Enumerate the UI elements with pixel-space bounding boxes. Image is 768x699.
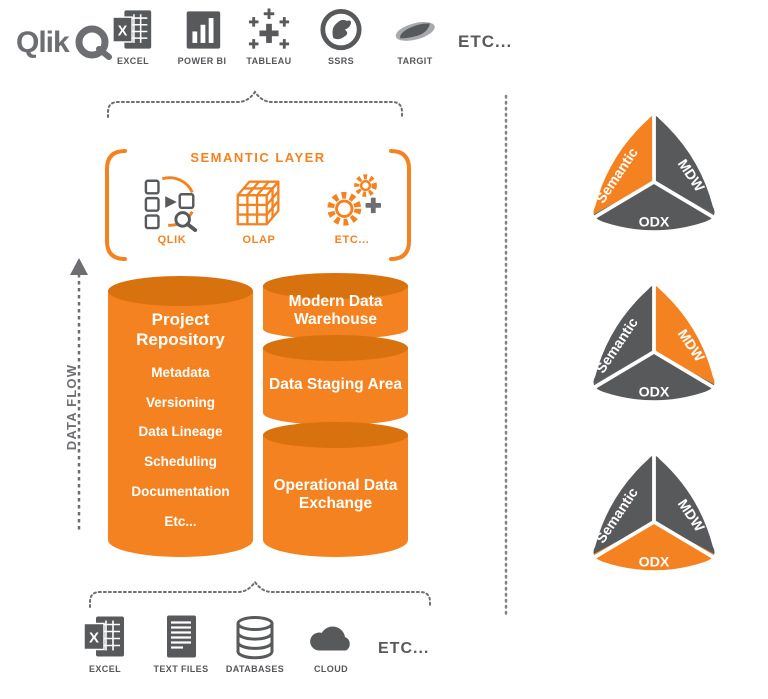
semantic-item-label: ETC... [334, 234, 370, 246]
etc-label-bottom: ETC... [378, 640, 430, 657]
cylinder-body [263, 435, 408, 557]
cylinder-rim [263, 422, 408, 448]
tool-targit: TARGIT [379, 8, 451, 66]
repository-title: Project Repository [136, 310, 225, 349]
modern-data-warehouse-cylinder: Modern Data Warehouse [263, 273, 408, 339]
tool-power-bi: POWER BI [166, 8, 238, 66]
cylinder-rim [263, 273, 408, 299]
segment-dividers [582, 277, 726, 396]
layer-title: Operational Data Exchange [273, 476, 398, 512]
pyramid-mdw-highlighted: Semantic MDW ODX [582, 277, 726, 400]
data-flow-arrowhead [70, 258, 88, 275]
project-repository-cylinder: Project Repository Metadata Versioning D… [108, 276, 253, 557]
targit-icon [395, 22, 435, 41]
tableau-icon [248, 8, 290, 49]
tool-tableau: TABLEAU [233, 8, 305, 66]
semantic-item-qlik: QLIK [127, 172, 217, 246]
tool-label: POWER BI [177, 56, 227, 66]
layer-title: Data Staging Area [269, 376, 402, 394]
cylinder-content: Project Repository Metadata Versioning D… [112, 310, 249, 543]
semantic-layer-frame [105, 149, 411, 261]
repository-item: Etc... [164, 513, 197, 529]
repository-item: Scheduling [144, 454, 217, 470]
tool-label: TARGIT [397, 56, 433, 66]
qlik-q-icon [75, 25, 112, 60]
text-file-icon [167, 615, 196, 658]
data-staging-area-cylinder: Data Staging Area [263, 335, 408, 425]
source-cloud: CLOUD [292, 614, 370, 674]
qlik-wordmark: Qlik [16, 26, 70, 59]
repository-item: Documentation [131, 483, 230, 499]
tool-label: TABLEAU [246, 56, 292, 66]
cylinder-content: Modern Data Warehouse [269, 273, 402, 339]
tool-excel: X EXCEL [97, 8, 169, 66]
svg-text:X: X [89, 630, 99, 647]
cylinder-rim [108, 276, 253, 306]
layer-title: Modern Data Warehouse [288, 293, 383, 328]
semantic-item-label: OLAP [242, 234, 276, 246]
qlik-app-icon [144, 176, 198, 232]
qlik-logo: Qlik [16, 22, 113, 64]
repository-item: Versioning [145, 394, 216, 410]
ssrs-icon [320, 8, 362, 51]
excel-icon: X [112, 10, 152, 49]
cylinder-rim [263, 335, 408, 361]
source-label: EXCEL [88, 664, 121, 674]
source-excel: X EXCEL [66, 614, 144, 674]
operational-data-exchange-cylinder: Operational Data Exchange [263, 422, 408, 557]
excel-icon: X [83, 616, 124, 657]
top-brace [107, 90, 403, 118]
pyramid-semantic-highlighted: Semantic MDW ODX [582, 107, 726, 230]
source-text-files: TEXT FILES [142, 614, 220, 674]
tool-label: SSRS [327, 56, 355, 66]
repository-item: Metadata [151, 365, 210, 381]
segment-label-odx: ODX [639, 554, 670, 570]
cylinder-content: Operational Data Exchange [269, 422, 402, 557]
cylinder-body [108, 291, 253, 557]
source-label: CLOUD [314, 664, 348, 674]
semantic-item-etc: ETC... [307, 172, 397, 246]
power-bi-icon [186, 11, 221, 49]
semantic-item-label: QLIK [157, 234, 187, 246]
semantic-layer-title: SEMANTIC LAYER [190, 150, 326, 165]
tool-label: EXCEL [116, 56, 149, 66]
segment-label-odx: ODX [639, 384, 670, 400]
left-bracket [105, 149, 127, 261]
pyramid-odx-highlighted: Semantic MDW ODX [582, 447, 726, 570]
source-label: TEXT FILES [153, 664, 209, 674]
olap-cube-icon [236, 180, 280, 226]
semantic-item-olap: OLAP [214, 172, 304, 246]
plus-icon [365, 197, 381, 214]
segment-dividers [582, 447, 726, 566]
svg-text:X: X [118, 23, 128, 39]
source-databases: DATABASES [216, 614, 294, 674]
cylinder-content: Data Staging Area [269, 335, 402, 425]
cloud-icon [310, 626, 350, 651]
bottom-brace [89, 580, 431, 608]
source-label: DATABASES [225, 664, 285, 674]
repository-item: Data Lineage [138, 424, 223, 440]
etc-label-top: ETC... [458, 32, 513, 51]
segment-dividers [582, 107, 726, 226]
tool-ssrs: SSRS [305, 8, 377, 66]
database-icon [236, 616, 274, 660]
gears-icon [327, 174, 381, 226]
segment-label-odx: ODX [639, 214, 670, 230]
right-bracket [389, 149, 411, 261]
